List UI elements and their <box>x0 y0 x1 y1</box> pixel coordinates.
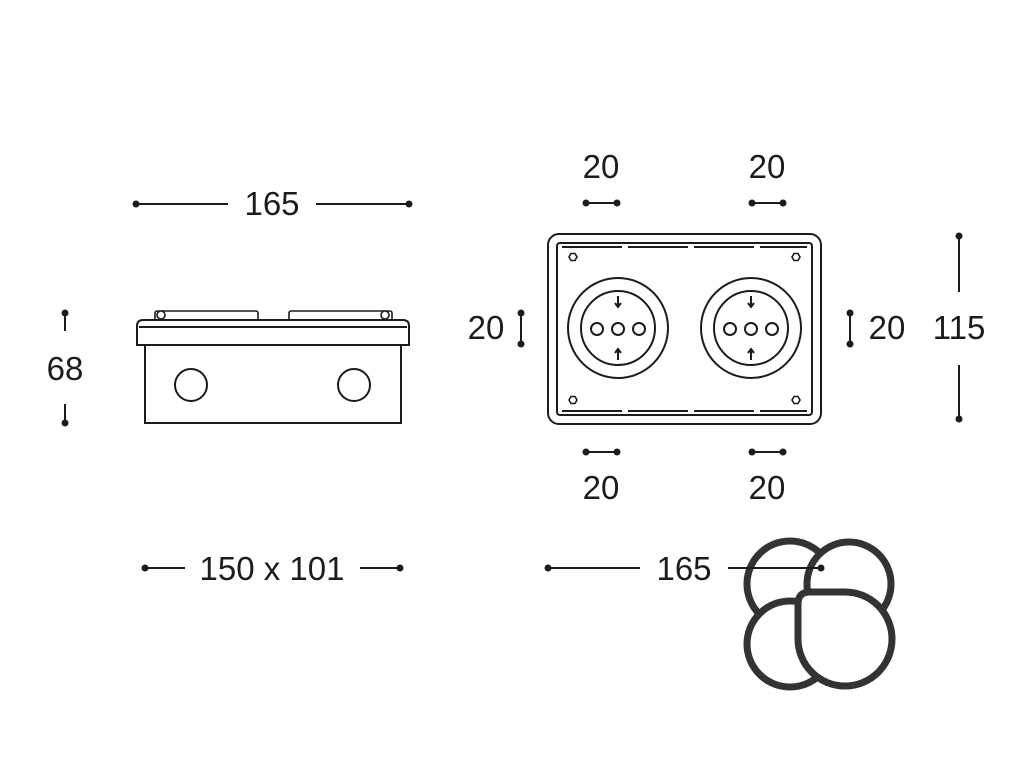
dimension-end-dot <box>846 340 854 348</box>
overlapping-circles-logo-icon <box>743 537 896 691</box>
dimension-end-dot <box>817 564 825 572</box>
top-spacing-left: 20 <box>582 148 621 207</box>
side-height-dimension: 68 <box>47 309 84 427</box>
dimension-end-dot <box>582 448 590 456</box>
socket-pin-hole <box>590 322 604 336</box>
right-spacing: 20 <box>846 309 906 348</box>
side-width-label: 165 <box>244 185 299 222</box>
dimension-end-dot <box>779 448 787 456</box>
dimension-end-dot <box>955 415 963 423</box>
dimension-end-dot <box>517 340 525 348</box>
spacing-label: 20 <box>869 309 906 346</box>
spacing-label: 20 <box>468 309 505 346</box>
spacing-label: 20 <box>749 469 786 506</box>
side-height-label: 68 <box>47 350 84 387</box>
dimension-end-dot <box>517 309 525 317</box>
earth-clip-icon <box>747 296 755 309</box>
dimension-end-dot <box>582 199 590 207</box>
side-box <box>136 310 410 424</box>
dimension-end-dot <box>61 309 69 317</box>
dimension-end-dot <box>748 199 756 207</box>
dimension-end-dot <box>544 564 552 572</box>
dimension-end-dot <box>61 419 69 427</box>
front-box <box>547 233 822 425</box>
dimension-end-dot <box>955 232 963 240</box>
front-width-dimension: 165 <box>544 550 825 587</box>
cable-entry-right <box>337 368 371 402</box>
dimension-end-dot <box>141 564 149 572</box>
side-base-dimension: 150 x 101 <box>141 550 404 587</box>
socket-pin-hole <box>632 322 646 336</box>
cable-entry-left <box>174 368 208 402</box>
socket-center-hole <box>744 322 758 336</box>
dimension-end-dot <box>132 200 140 208</box>
socket-left <box>567 277 669 379</box>
front-height-dimension: 115 <box>933 232 986 423</box>
dimension-end-dot <box>396 564 404 572</box>
socket-pin-hole <box>723 322 737 336</box>
hex-screw-icon <box>568 395 578 405</box>
hex-screw-icon <box>568 252 578 262</box>
earth-clip-icon <box>614 296 622 309</box>
left-spacing: 20 <box>468 309 525 348</box>
dimension-end-dot <box>779 199 787 207</box>
spacing-label: 20 <box>583 469 620 506</box>
side-width-dimension: 165 <box>132 185 413 222</box>
hex-screw-icon <box>791 252 801 262</box>
socket-pin-hole <box>765 322 779 336</box>
dimension-end-dot <box>613 199 621 207</box>
dimension-end-dot <box>748 448 756 456</box>
front-view: 20 20 20 20 20 <box>468 148 986 506</box>
socket-center-hole <box>611 322 625 336</box>
bottom-spacing-right: 20 <box>748 448 787 506</box>
dimension-end-dot <box>613 448 621 456</box>
hex-screw-icon <box>791 395 801 405</box>
earth-clip-icon <box>747 347 755 360</box>
logo-shape-bottom-right <box>794 588 896 690</box>
side-view: 165 68 150 x 101 <box>47 185 413 587</box>
earth-clip-icon <box>614 347 622 360</box>
bottom-spacing-left: 20 <box>582 448 621 506</box>
spacing-label: 20 <box>749 148 786 185</box>
dimension-end-dot <box>405 200 413 208</box>
side-base-label: 150 x 101 <box>200 550 345 587</box>
top-spacing-right: 20 <box>748 148 787 207</box>
spacing-label: 20 <box>583 148 620 185</box>
front-height-label: 115 <box>933 309 986 346</box>
screw-head <box>380 310 390 320</box>
screw-head <box>156 310 166 320</box>
front-width-label: 165 <box>656 550 711 587</box>
dimension-end-dot <box>846 309 854 317</box>
socket-right <box>700 277 802 379</box>
lid-plate <box>136 319 410 346</box>
